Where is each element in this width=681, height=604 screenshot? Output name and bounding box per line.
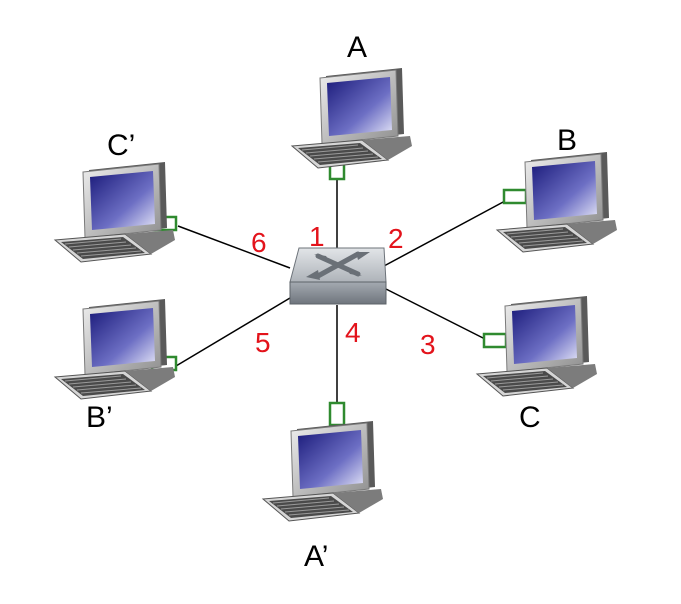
computer-icon	[54, 161, 176, 263]
host-label-C-prime: C’	[107, 129, 135, 162]
port-label-5: 5	[255, 327, 271, 358]
switch-icon	[289, 247, 387, 305]
computer-icon	[291, 67, 413, 169]
host-label-C: C	[519, 401, 541, 434]
computer-icon	[54, 298, 176, 400]
port-label-4: 4	[345, 317, 361, 348]
host-label-B-prime: B’	[86, 401, 113, 434]
link-port-6-to-C-prime	[177, 225, 291, 269]
host-label-A-prime: A’	[304, 540, 328, 573]
host-label-B: B	[557, 124, 577, 157]
host-label-A: A	[347, 31, 367, 64]
port-label-2: 2	[388, 223, 404, 254]
computer-icon	[262, 420, 384, 522]
link-port-5-to-B-prime	[175, 297, 291, 367]
port-label-6: 6	[251, 227, 267, 258]
adapter-B	[502, 188, 528, 205]
port-label-1: 1	[309, 221, 325, 252]
link-port-3-to-C	[383, 287, 488, 341]
links	[175, 180, 506, 403]
adapter-A-prime	[328, 401, 346, 427]
adapter-C	[482, 332, 508, 349]
link-port-2-to-B	[383, 200, 506, 267]
port-label-3: 3	[420, 329, 436, 360]
